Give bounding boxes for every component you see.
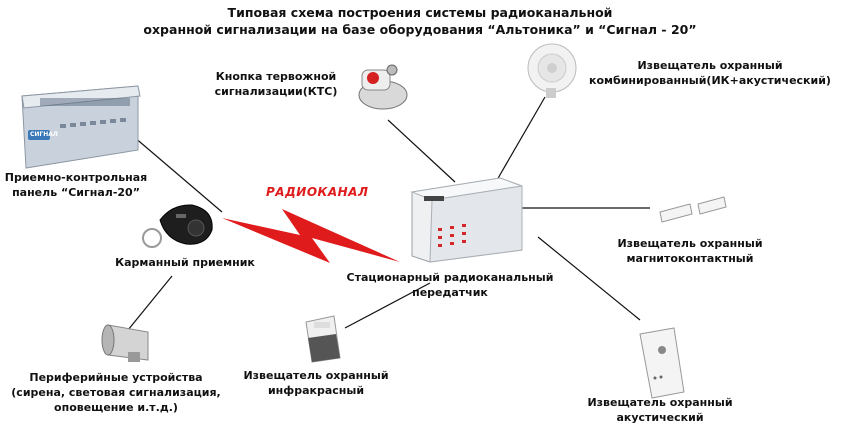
link-ir-transmitter [344, 282, 431, 329]
acoustic-detector-icon [639, 327, 685, 399]
radio-lightning-icon [222, 209, 400, 263]
link-combined-transmitter [496, 96, 546, 181]
combined-detector-icon [527, 43, 577, 98]
panel-device-icon [21, 85, 141, 169]
title-line-1: Типовая схема построения системы радиока… [227, 5, 613, 20]
transmitter-device-icon [410, 177, 523, 263]
link-kts-transmitter [387, 119, 456, 183]
magnetic-detector-label: Извещатель охранный магнитоконтактный [617, 237, 763, 265]
siren-icon [101, 324, 149, 362]
link-receiver-peripherals [127, 275, 173, 331]
transmitter-label: Стационарный радиоканальный передатчик [346, 271, 554, 299]
panel-device-text: СИГНАЛ [30, 131, 58, 138]
panel-label: Приемно-контрольная панель “Сигнал-20” [4, 171, 148, 199]
acoustic-detector-label: Извещатель охранный акустический [587, 396, 733, 424]
pocket-receiver-icon [142, 204, 213, 248]
radio-channel-label: РАДИОКАНАЛ [266, 185, 369, 199]
magnetic-detector-icon [659, 196, 727, 223]
link-acoustic-transmitter [537, 236, 641, 321]
pocket-receiver-label: Карманный приемник [115, 256, 255, 269]
diagram-title: Типовая схема построения системы радиока… [100, 4, 740, 38]
kts-button-label: Кнопка тервожной сигнализации(КТС) [214, 70, 338, 98]
title-line-2: охранной сигнализации на базе оборудован… [143, 22, 697, 37]
peripherals-label: Периферийные устройства (сирена, светова… [11, 371, 221, 414]
kts-button-icon [358, 64, 408, 110]
ir-detector-label: Извещатель охранный инфракрасный [243, 369, 389, 397]
ir-detector-icon [305, 315, 341, 363]
combined-detector-label: Извещатель охранный комбинированный(ИК+а… [589, 59, 831, 87]
